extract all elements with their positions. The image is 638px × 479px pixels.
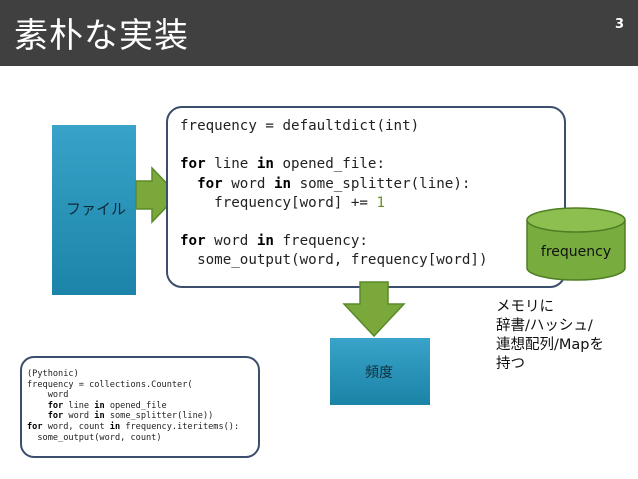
page-number: 3 (614, 17, 624, 32)
keyword-in: in (94, 411, 105, 422)
code-text: word (205, 233, 257, 250)
code-box (166, 106, 566, 288)
down-arrow-icon (342, 281, 406, 338)
file-box (52, 125, 136, 295)
note-line: メモリに (496, 299, 554, 315)
code-block: frequency = defaultdict(int) for line in… (180, 117, 488, 271)
keyword-for: for (180, 156, 206, 173)
slide-title: 素朴な実装 (14, 16, 189, 56)
keyword-for: for (47, 400, 64, 411)
file-label: ファイル (66, 200, 127, 218)
keyword-in: in (256, 156, 274, 173)
code-indent (180, 176, 197, 192)
code-text: word, count (42, 421, 110, 432)
frequency-box (330, 338, 430, 405)
note-line: 辞書/ハッシュ/ (496, 318, 593, 334)
keyword-in: in (256, 233, 274, 250)
code-text: word (222, 175, 274, 192)
slide-header: 素朴な実装 3 (0, 0, 638, 66)
code-indent (27, 401, 48, 411)
code-text: some_output(word, count) (27, 432, 162, 443)
code-text: opened_file: (273, 156, 386, 173)
code-text: word (27, 390, 69, 401)
code-text: line (205, 156, 257, 173)
keyword-in: in (273, 175, 292, 192)
note-line: 連想配列/Mapを (496, 337, 604, 353)
code-line: frequency = defaultdict(int) (180, 118, 420, 134)
right-arrow-icon (135, 166, 180, 224)
code-text: frequency[word] += (180, 194, 377, 211)
code-text: (Pythonic) (27, 369, 79, 379)
keyword-for: for (27, 421, 43, 432)
code-indent (27, 411, 48, 421)
code-text: some_splitter(line)) (104, 411, 214, 422)
code-text: word (63, 411, 95, 422)
keyword-for: for (180, 233, 206, 250)
code-text: frequency = collections.Counter( (27, 379, 193, 390)
code-text: opened_file (104, 400, 167, 411)
pythonic-code-block: (Pythonic) frequency = collections.Count… (27, 369, 239, 443)
keyword-for: for (47, 411, 64, 422)
code-text: some_output(word, frequency[word]) (180, 252, 488, 269)
memory-note: メモリに 辞書/ハッシュ/ 連想配列/Mapを 持つ (496, 298, 604, 374)
code-text: frequency.iteritems(): (120, 421, 240, 432)
code-text: line (63, 400, 95, 411)
code-text: frequency: (273, 233, 368, 250)
frequency-label: 頻度 (365, 365, 393, 381)
keyword-for: for (197, 175, 223, 192)
code-number: 1 (376, 194, 386, 211)
database-cylinder-icon (526, 207, 626, 281)
note-line: 持つ (496, 356, 525, 372)
code-text: some_splitter(line): (291, 175, 471, 192)
cylinder-label: frequency (540, 244, 612, 260)
keyword-in: in (109, 421, 121, 432)
keyword-in: in (94, 400, 105, 411)
pythonic-code-box (20, 356, 260, 458)
